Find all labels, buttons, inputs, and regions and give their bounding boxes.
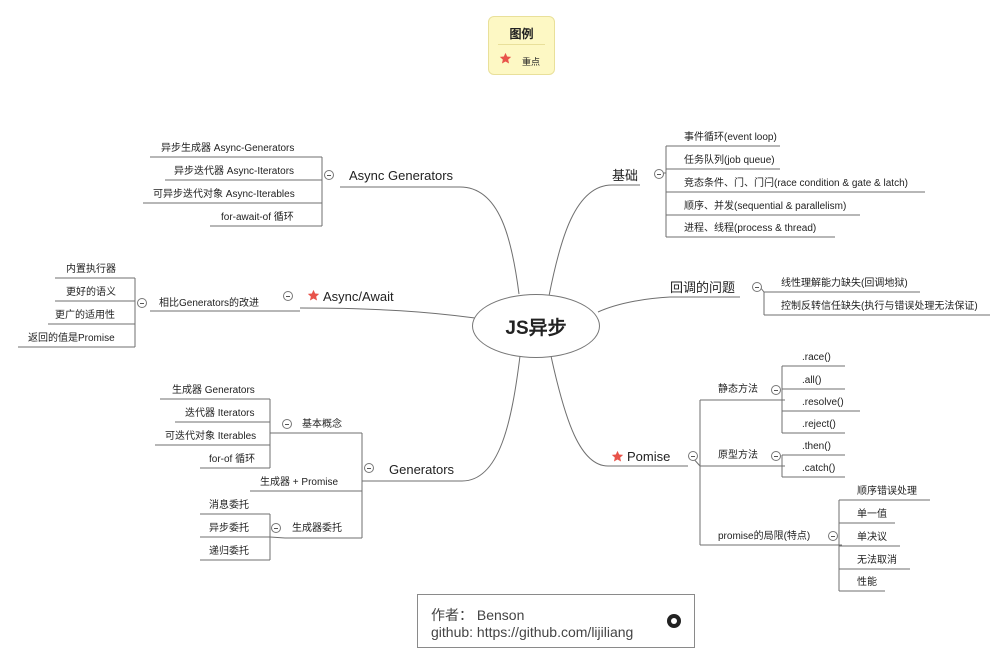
promise-proto-item[interactable]: .catch(): [802, 463, 836, 474]
legend-box: 图例 重点: [488, 16, 555, 75]
branch-async-await[interactable]: Async/Await: [323, 289, 394, 304]
generators-with-promise[interactable]: 生成器 + Promise: [260, 477, 339, 488]
promise-limit-item[interactable]: 单决议: [857, 532, 887, 543]
github-link[interactable]: github: https://github.com/lijiliang: [431, 624, 634, 640]
async-await-compare-label[interactable]: 相比Generators的改进: [159, 298, 260, 309]
collapse-static-icon[interactable]: [771, 385, 781, 395]
generators-basic-item[interactable]: for-of 循环: [209, 454, 256, 465]
star-icon: [611, 450, 624, 462]
async-await-item[interactable]: 更广的适用性: [55, 310, 115, 321]
branch-generators[interactable]: Generators: [389, 462, 455, 477]
author-text: 作者： Benson: [431, 607, 525, 623]
collapse-delegation-icon[interactable]: [271, 523, 281, 533]
generators-delegation-item[interactable]: 异步委托: [209, 523, 249, 534]
promise-limits-label[interactable]: promise的局限(特点): [718, 531, 811, 542]
generators-delegation-item[interactable]: 递归委托: [209, 546, 249, 557]
legend-title: 图例: [509, 27, 534, 41]
author-box: 作者： Benson github: https://github.com/li…: [417, 594, 695, 648]
branch-callback[interactable]: 回调的问题: [670, 280, 736, 295]
async-await-item[interactable]: 更好的语义: [66, 287, 116, 298]
basics-item[interactable]: 进程、线程(process & thread): [684, 223, 817, 234]
generators-basic-item[interactable]: 迭代器 Iterators: [185, 408, 255, 419]
promise-static-item[interactable]: .resolve(): [802, 397, 844, 408]
promise-static-item[interactable]: .race(): [802, 352, 831, 363]
star-icon: [307, 289, 320, 301]
async-await-item[interactable]: 返回的值是Promise: [28, 333, 115, 344]
basics-item[interactable]: 事件循环(event loop): [684, 132, 777, 143]
collapse-basics-icon[interactable]: [654, 169, 664, 179]
async-generators-item[interactable]: 异步迭代器 Async-Iterators: [174, 166, 295, 177]
async-generators-item[interactable]: for-await-of 循环: [221, 212, 294, 223]
generators-basic-label[interactable]: 基本概念: [302, 419, 342, 430]
collapse-async-await-icon[interactable]: [283, 291, 293, 301]
promise-static-item[interactable]: .all(): [802, 375, 822, 386]
async-generators-item[interactable]: 可异步迭代对象 Async-Iterables: [153, 189, 295, 200]
callback-item[interactable]: 控制反转信任缺失(执行与错误处理无法保证): [781, 301, 978, 312]
generators-delegation-label[interactable]: 生成器委托: [292, 523, 342, 534]
basics-item[interactable]: 任务队列(job queue): [684, 155, 775, 166]
generators-basic-item[interactable]: 可迭代对象 Iterables: [165, 431, 257, 442]
root-label: JS异步: [505, 317, 567, 339]
promise-limit-item[interactable]: 单一值: [857, 509, 887, 520]
collapse-callback-icon[interactable]: [752, 282, 762, 292]
promise-limit-item[interactable]: 性能: [857, 577, 877, 588]
root-node[interactable]: JS异步: [472, 294, 600, 358]
basics-item[interactable]: 顺序、并发(sequential & parallelism): [684, 201, 847, 212]
generators-basic-item[interactable]: 生成器 Generators: [172, 385, 255, 396]
legend-divider: [498, 44, 545, 45]
promise-proto-item[interactable]: .then(): [802, 441, 831, 452]
generators-delegation-item[interactable]: 消息委托: [209, 500, 249, 511]
star-icon: [499, 52, 512, 64]
branch-basics[interactable]: 基础: [612, 168, 639, 183]
basics-item[interactable]: 竞态条件、门、门闩(race condition & gate & latch): [684, 178, 908, 189]
collapse-proto-icon[interactable]: [771, 451, 781, 461]
branch-promise[interactable]: Pomise: [627, 449, 671, 464]
promise-proto-label[interactable]: 原型方法: [718, 450, 758, 461]
github-icon[interactable]: [667, 614, 681, 628]
promise-static-label[interactable]: 静态方法: [718, 384, 758, 395]
collapse-promise-icon[interactable]: [688, 451, 698, 461]
collapse-async-generators-icon[interactable]: [324, 170, 334, 180]
branch-async-generators[interactable]: Async Generators: [349, 168, 454, 183]
async-generators-item[interactable]: 异步生成器 Async-Generators: [161, 143, 295, 154]
async-await-item[interactable]: 内置执行器: [66, 264, 116, 275]
collapse-generators-icon[interactable]: [364, 463, 374, 473]
collapse-limits-icon[interactable]: [828, 531, 838, 541]
promise-static-item[interactable]: .reject(): [802, 419, 836, 430]
promise-limit-item[interactable]: 顺序错误处理: [857, 486, 917, 497]
promise-limit-item[interactable]: 无法取消: [857, 555, 897, 566]
collapse-basic-icon[interactable]: [282, 419, 292, 429]
legend-key-label: 重点: [522, 57, 541, 67]
callback-item[interactable]: 线性理解能力缺失(回调地狱): [781, 278, 908, 289]
collapse-compare-icon[interactable]: [137, 298, 147, 308]
